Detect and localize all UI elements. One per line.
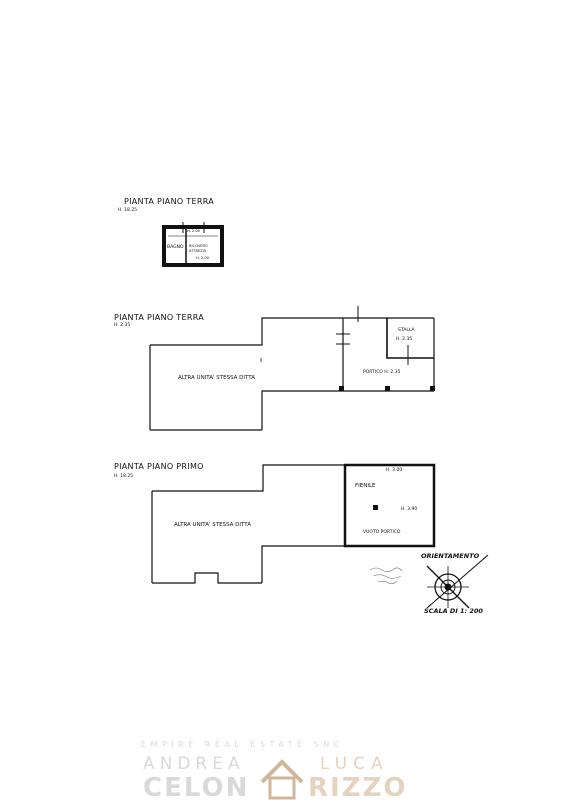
ground-plan-title: PIANTA PIANO TERRA xyxy=(114,313,205,322)
ground-plan-other-unit: ALTRA UNITA' STESSA DITTA xyxy=(178,375,255,381)
small-plan-title: PIANTA PIANO TERRA xyxy=(124,197,215,206)
ground-plan xyxy=(149,306,435,431)
first-plan-height: H. 18.25 xyxy=(114,474,134,479)
ground-plan-stalla: STALLA xyxy=(398,328,415,333)
first-plan-h-top: H. 3.00 xyxy=(386,468,403,473)
watermark-logo-icon xyxy=(260,759,304,800)
ground-plan-pillars xyxy=(339,386,435,391)
small-plan-room-b: RICOVERO ATTREZZI xyxy=(189,244,208,253)
watermark-name2-bottom: RIZZO xyxy=(308,773,408,803)
small-plan-room-a: BAGNO xyxy=(167,245,184,250)
first-plan-vuoto-portico: VUOTO PORTICO xyxy=(363,530,401,535)
ground-plan-stalla-height: H. 2.35 xyxy=(396,337,413,342)
small-plan-h-top: H. 2.00 xyxy=(187,229,200,233)
small-plan-h-bottom: H. 2.00 xyxy=(196,256,209,260)
scale-label: SCALA DI 1: 200 xyxy=(424,607,483,615)
first-plan-title: PIANTA PIANO PRIMO xyxy=(114,462,204,471)
first-plan-fienile: FIENILE xyxy=(355,483,376,489)
small-plan-height: H. 18.25 xyxy=(118,208,138,213)
watermark-company: EMPIRE REAL ESTATE SNC xyxy=(141,740,344,749)
watermark-name1-top: ANDREA xyxy=(143,754,245,774)
watermark-name2-top: LUCA xyxy=(320,754,389,774)
ground-plan-height: H. 2.35 xyxy=(114,323,131,328)
first-plan-other-unit: ALTRA UNITA' STESSA DITTA xyxy=(174,522,251,528)
watermark-name1-bottom: CELON xyxy=(143,773,250,803)
ground-plan-portico: PORTICO H. 2.35 xyxy=(363,370,401,375)
small-plan xyxy=(162,222,224,267)
scribble-mark xyxy=(369,567,403,584)
first-plan xyxy=(151,463,436,584)
compass-icon xyxy=(426,554,489,609)
first-plan-h-mid: H. 3.90 xyxy=(401,507,418,512)
orientation-label: ORIENTAMENTO xyxy=(421,552,480,560)
first-plan-pillar xyxy=(373,505,378,510)
